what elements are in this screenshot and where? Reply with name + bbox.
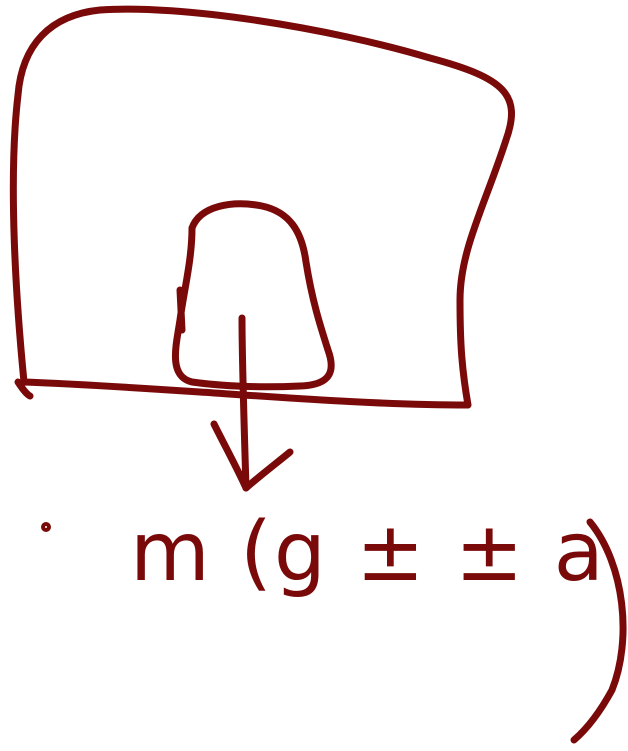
arrow-head (210, 420, 294, 492)
expression-label: m (g ± ± a (130, 505, 606, 600)
inner-mass-outline (172, 200, 335, 391)
outer-block-outline (9, 5, 515, 409)
ink-dot (41, 522, 51, 532)
arrow-shaft (238, 314, 250, 492)
closing-parenthesis (570, 518, 627, 744)
